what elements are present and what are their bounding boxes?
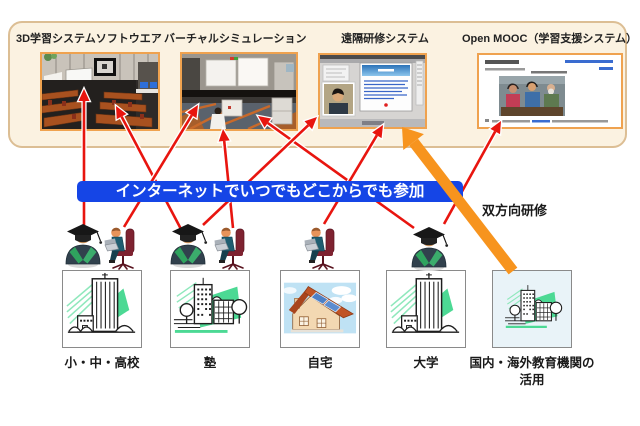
location-box-institutions	[492, 270, 572, 348]
location-box-juku	[170, 270, 250, 348]
laptop-user-icon	[303, 224, 339, 270]
system-label-remote-training: 遠隔研修システム	[330, 32, 440, 47]
university-building-icon	[387, 271, 465, 347]
system-label-open-mooc: Open MOOC（学習支援システム）	[462, 32, 630, 47]
internet-banner: インターネットでいつでもどこからでも参加	[77, 181, 463, 202]
graduate-student-icon	[61, 219, 105, 269]
graduate-student-icon	[407, 222, 451, 272]
location-label-juku: 塾	[160, 355, 260, 371]
location-label-institutions-line2: 活用	[462, 372, 602, 388]
town-buildings-icon	[171, 271, 249, 347]
virtual-lab-scene-icon	[182, 54, 296, 129]
system-image-open-mooc	[477, 53, 623, 129]
location-label-institutions: 国内・海外教育機関の	[462, 355, 602, 371]
location-label-home: 自宅	[270, 355, 370, 371]
location-label-school: 小・中・高校	[52, 355, 152, 371]
system-image-virtual-simulation	[180, 52, 298, 131]
system-image-remote-training	[318, 53, 427, 129]
mooc-webpage-icon	[479, 55, 621, 127]
location-box-university	[386, 270, 466, 348]
house-icon	[281, 271, 359, 347]
location-label-university: 大学	[376, 355, 476, 371]
classroom-3d-scene-icon	[42, 54, 158, 129]
video-conference-app-icon	[320, 55, 425, 127]
graduate-student-icon	[166, 219, 210, 269]
laptop-user-icon	[213, 224, 249, 270]
laptop-user-icon	[103, 224, 139, 270]
system-label-virtual-simulation: バーチャルシミュレーション	[164, 32, 304, 47]
location-box-home	[280, 270, 360, 348]
school-building-icon	[63, 271, 141, 347]
system-label-3d-learning: 3D学習システムソフトウエア	[16, 32, 160, 47]
location-box-school	[62, 270, 142, 348]
system-image-3d-learning	[40, 52, 160, 131]
overseas-institution-icon	[493, 271, 571, 347]
two-way-training-label: 双方向研修	[482, 200, 572, 219]
